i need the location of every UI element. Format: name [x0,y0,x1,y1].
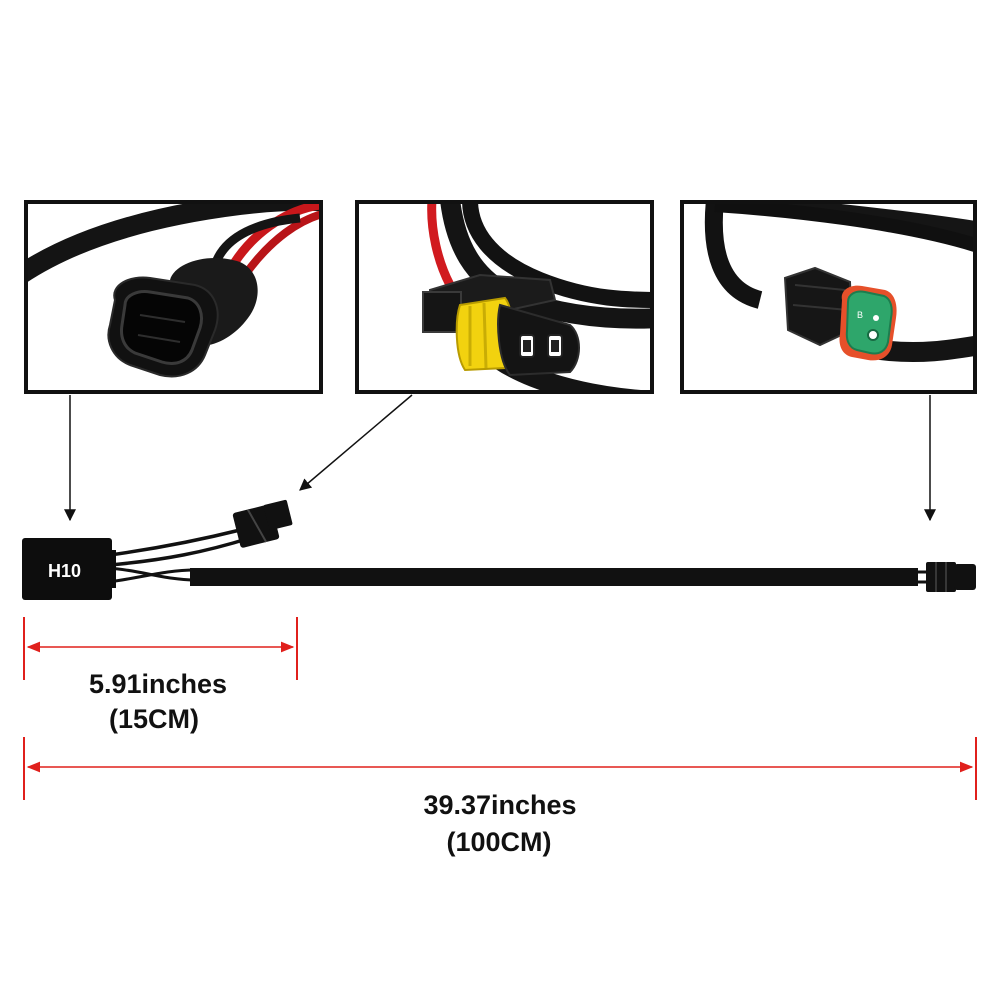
main-cable [190,568,918,586]
h10-label: H10 [48,561,81,581]
detail-panel-socket [355,200,654,394]
dimension-short-cm: (15CM) [109,704,199,734]
h10-plug-box: H10 [22,538,116,600]
svg-text:B: B [857,310,863,320]
detail-panel-dt-connector: B [680,200,977,394]
dimension-short-inches: 5.91inches [89,669,227,699]
dt-connector-icon: B [783,266,897,361]
dimension-short: 5.91inches (15CM) [23,617,298,734]
socket-9005-icon [422,273,580,377]
detail-panel-h10-plug [24,200,323,394]
dt-connector-small [926,562,976,592]
callout-arrows [64,394,936,522]
dimension-long: 39.37inches (100CM) [23,737,977,857]
h10-plug-icon [107,258,258,378]
dimension-long-inches: 39.37inches [423,790,576,820]
socket-connector-small [232,499,293,548]
branch-wire [109,528,241,557]
branch-wire [109,536,251,567]
dimension-long-cm: (100CM) [446,827,551,857]
cross-wire [107,568,196,584]
callout-arrow-socket [299,394,413,491]
harness-schematic: H10 [22,499,976,600]
